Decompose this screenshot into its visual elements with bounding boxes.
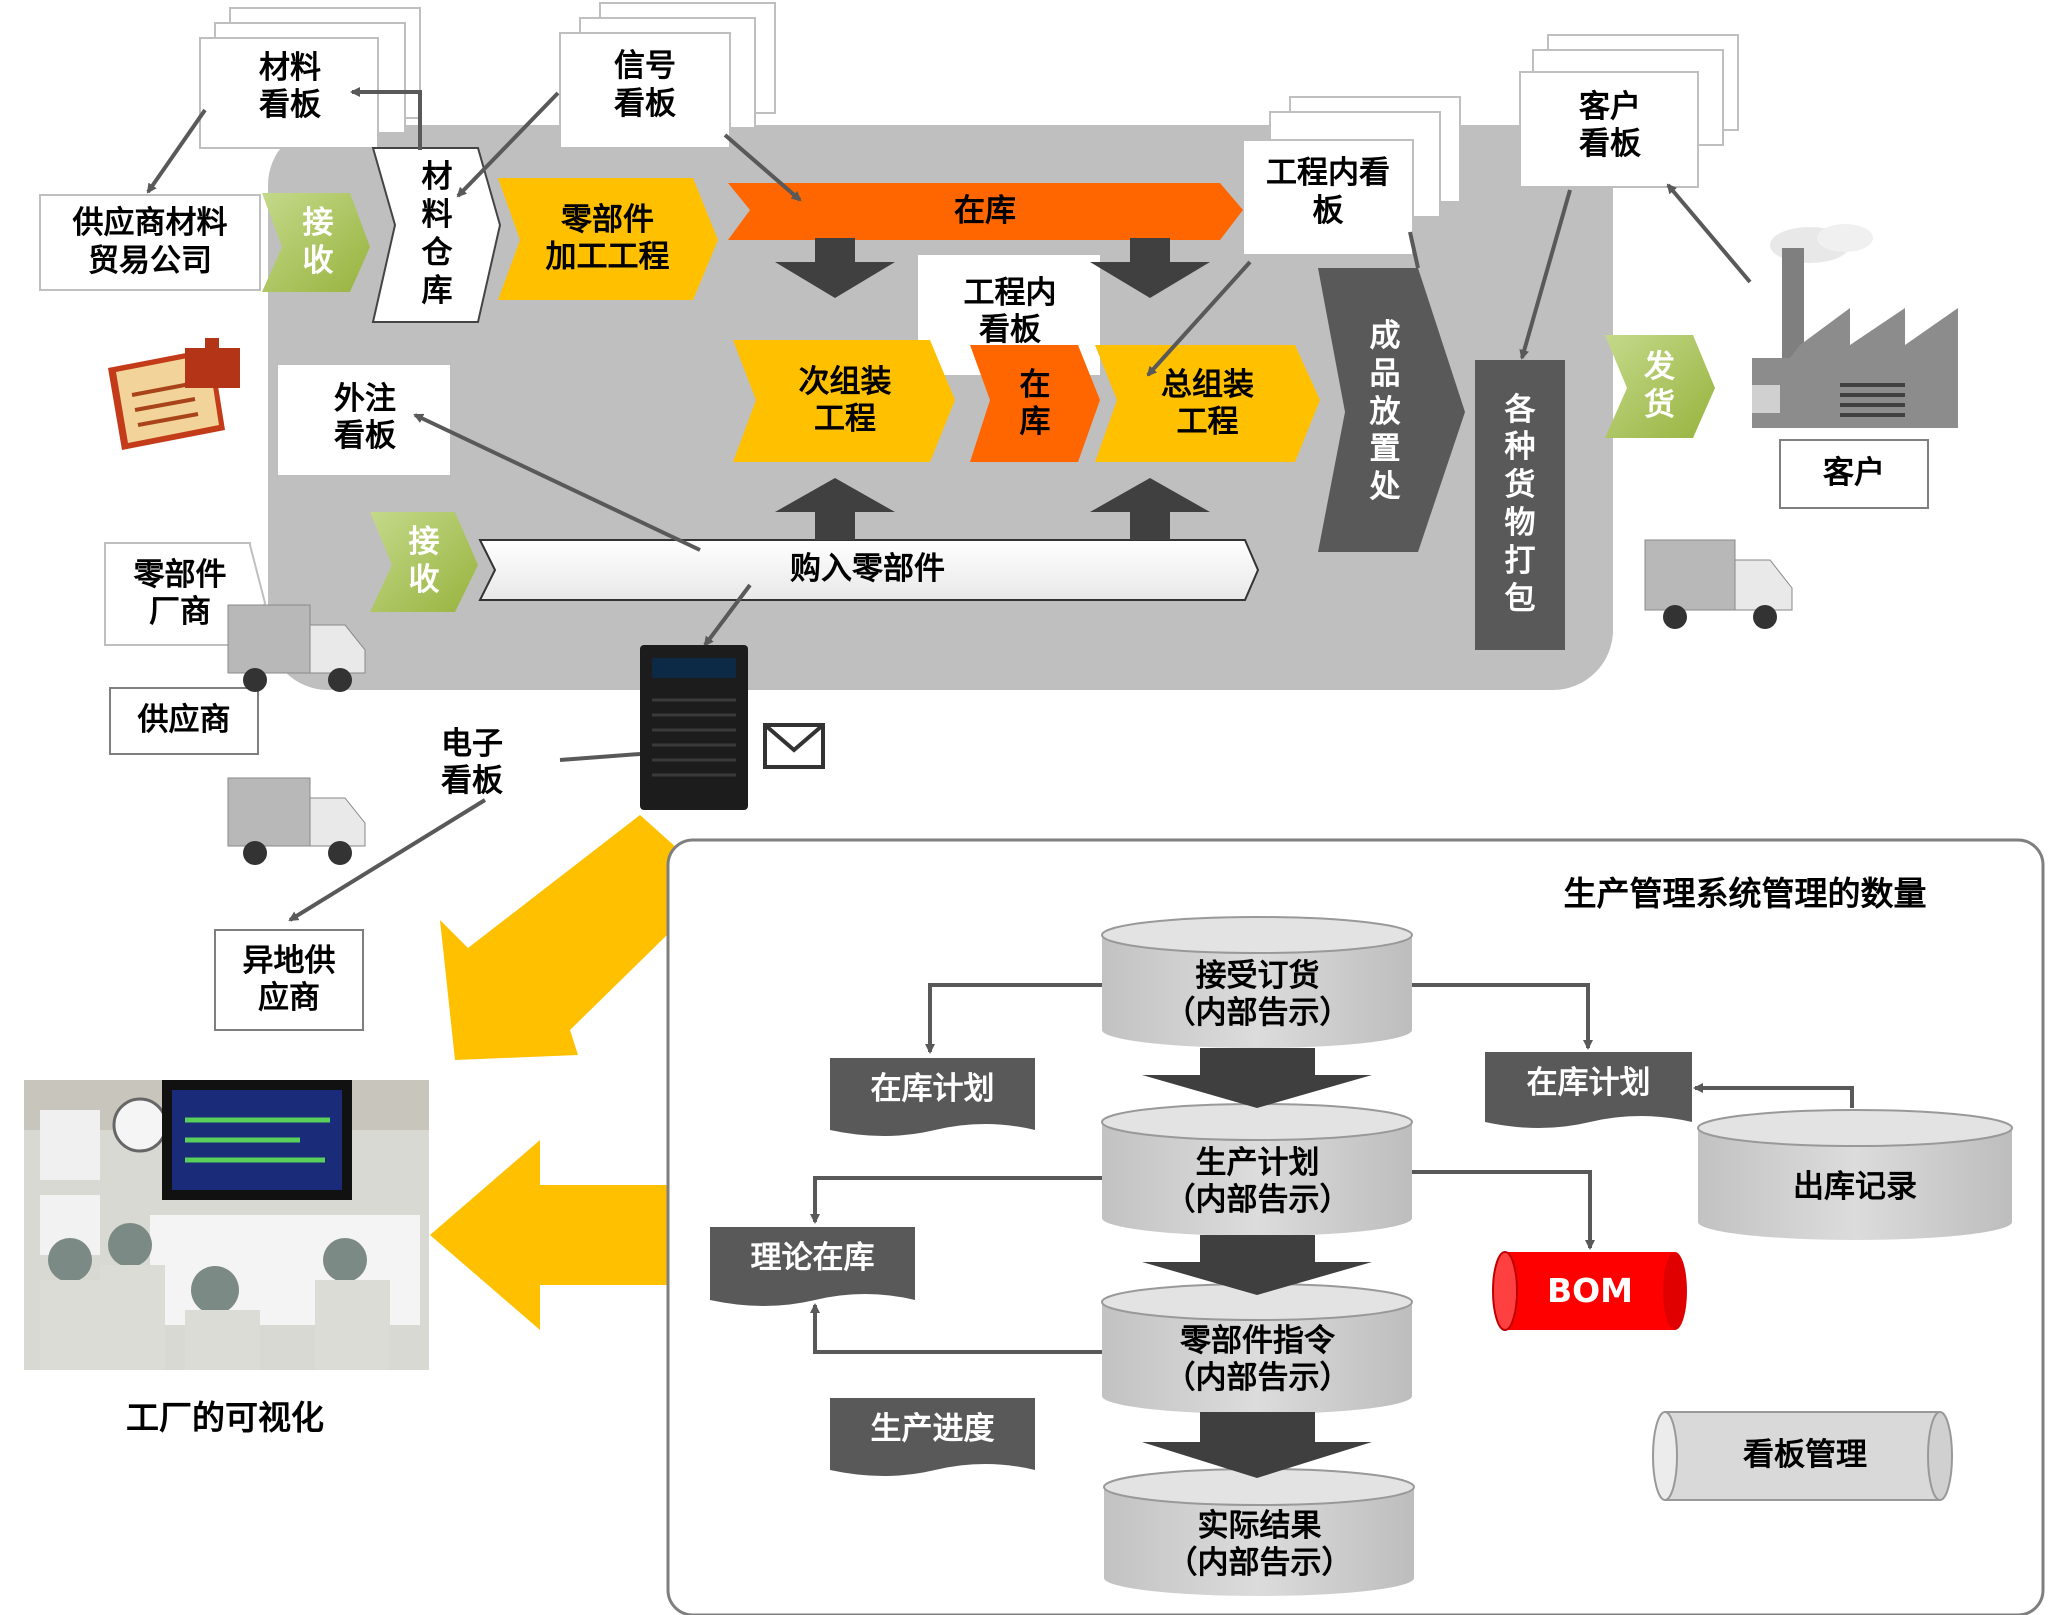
customer-kanban-stack: [1519, 34, 1739, 188]
shipment-record-label: 出库记录: [1793, 1168, 1917, 1205]
customer-box: [1779, 439, 1929, 509]
process-kanban-label: 工程内看 板: [1266, 155, 1390, 229]
factory-visualization-photo: [24, 1080, 429, 1370]
mail-icon: [763, 723, 825, 769]
material-kanban-label: 材料 看板: [259, 49, 321, 123]
flow-block-arrows: [775, 238, 1210, 540]
supplier-label: 供应商: [137, 702, 231, 739]
purchased-parts-label: 购入零部件: [790, 551, 945, 588]
bom-cylinder: [1492, 1251, 1687, 1331]
ship-label: 发货: [1644, 349, 1675, 423]
shipment-record-database: [1697, 1109, 2013, 1240]
supplier-box: [109, 687, 259, 755]
parts-machining-label: 零部件 加工工程: [545, 201, 670, 275]
order-database: [1101, 916, 1413, 1048]
electronic-link: [559, 752, 641, 762]
customer-kanban-label: 客户 看板: [1579, 88, 1641, 162]
progress-doc: [830, 1398, 1035, 1476]
outsource-kanban-label: 外注 看板: [334, 380, 396, 454]
server-icon: [640, 645, 748, 810]
inventory-top-label: 在库: [954, 192, 1016, 229]
theory-stock-doc: [710, 1227, 915, 1306]
system-connectors: [810, 983, 1854, 1354]
customer-label: 客户: [1823, 455, 1885, 492]
truck-icon-3: [1644, 539, 1793, 629]
truck-icon-1: [227, 604, 366, 692]
material-warehouse-shape: [371, 147, 502, 323]
parts-maker-box: [104, 542, 267, 646]
supplier-trading-label: 供应商材料 贸易公司: [72, 205, 228, 279]
inventory-top-chevron: [728, 183, 1243, 240]
process-kanban-stack: [1242, 96, 1461, 256]
material-kanban-stack: [199, 7, 421, 149]
parts-order-database: [1101, 1283, 1413, 1414]
theory-stock-label: 理论在库: [750, 1240, 875, 1277]
parts-maker-label: 零部件 厂商: [133, 556, 227, 630]
finished-goods-link: [1408, 231, 1420, 269]
inventory-mid-chevron: [970, 345, 1100, 462]
receive-label-2: 接收: [408, 524, 440, 598]
truck-icon-2: [227, 777, 366, 865]
ship-chevron: [1605, 335, 1715, 438]
final-assembly-label: 总组装 工程: [1161, 366, 1254, 440]
mid-kanban-label: 工程内 看板: [963, 274, 1057, 348]
receive-chevron-2: [370, 512, 478, 612]
document-robot-icon: [108, 338, 240, 450]
big-arrow-left: [430, 1140, 688, 1330]
stock-plan-left-doc: [830, 1058, 1035, 1136]
remote-supplier-label: 异地供 应商: [242, 942, 336, 1016]
signal-kanban-label: 信号 看板: [614, 48, 676, 122]
order-db-label: 接受订货 （内部告示）: [1164, 957, 1351, 1031]
sub-assembly-chevron: [733, 340, 955, 462]
receive-chevron-1: [262, 193, 370, 292]
finished-goods-chevron: [1318, 268, 1465, 552]
result-db-label: 实际结果 （内部告示）: [1166, 1507, 1353, 1581]
material-warehouse-label: 材料仓库: [421, 159, 453, 309]
system-title: 生产管理系统管理的数量: [1563, 874, 1927, 914]
kanban-mgmt-label: 看板管理: [1743, 1437, 1867, 1474]
finished-goods-label: 成品放置处: [1369, 317, 1401, 506]
electronic-kanban-card: [385, 715, 557, 820]
stock-plan-left-label: 在库计划: [870, 1071, 995, 1108]
plan-database: [1101, 1103, 1413, 1236]
packing-bar: [1475, 360, 1565, 650]
plan-db-label: 生产计划 （内部告示）: [1164, 1144, 1351, 1218]
bom-label: BOM: [1546, 1271, 1634, 1311]
inventory-mid-label: 在 库: [1019, 366, 1051, 440]
purchased-parts-banner: [478, 539, 1260, 601]
stock-plan-right-label: 在库计划: [1526, 1065, 1651, 1102]
progress-label: 生产进度: [870, 1411, 995, 1448]
kanban-mgmt-cylinder: [1652, 1411, 1953, 1501]
stock-plan-right-doc: [1485, 1052, 1692, 1128]
remote-supplier-box: [214, 929, 364, 1031]
parts-machining-chevron: [498, 178, 718, 300]
signal-kanban-stack: [559, 2, 776, 149]
supplier-trading-box: [39, 194, 261, 291]
connector-arrows: [146, 87, 1752, 922]
packing-label: 各种货物打包: [1504, 391, 1536, 617]
result-database: [1103, 1468, 1415, 1596]
big-arrow-diagonal: [440, 815, 718, 1060]
electronic-kanban-label: 电子 看板: [441, 725, 503, 799]
system-down-arrows: [1142, 1048, 1372, 1478]
receive-label-1: 接收: [302, 205, 334, 279]
parts-order-db-label: 零部件指令 （内部告示）: [1164, 1322, 1351, 1396]
factory-icon: [1752, 224, 1958, 428]
sub-assembly-label: 次组装 工程: [798, 363, 892, 437]
visualization-caption: 工厂的可视化: [126, 1397, 324, 1437]
